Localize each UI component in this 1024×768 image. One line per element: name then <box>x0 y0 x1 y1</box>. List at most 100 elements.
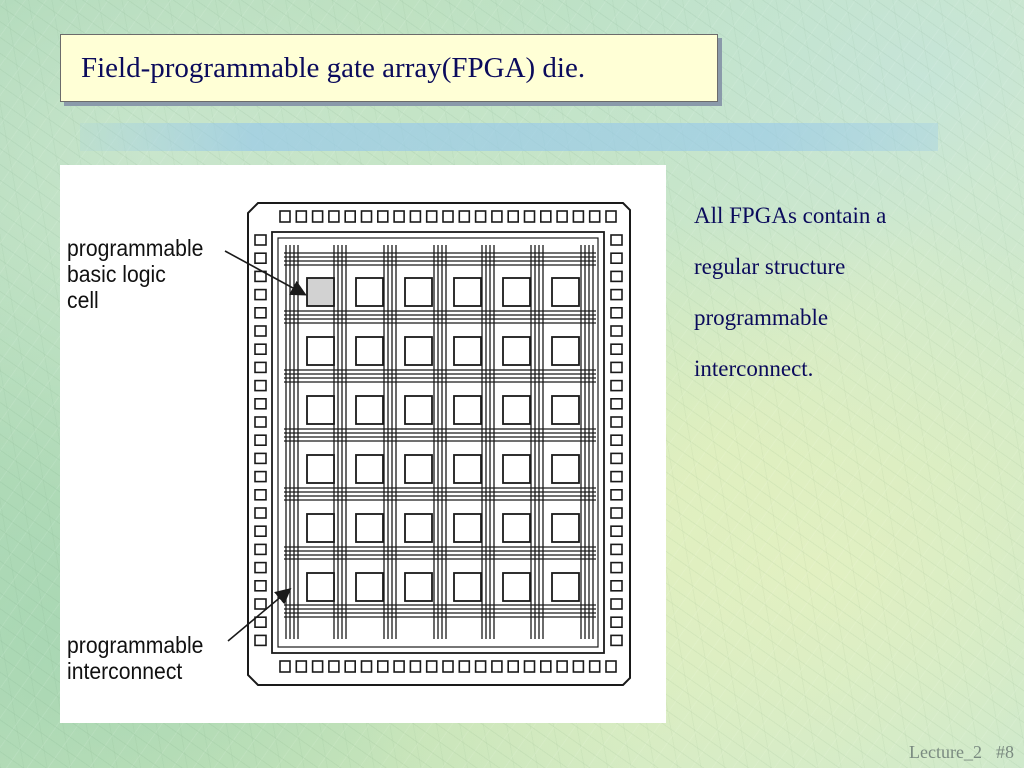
logic-cell <box>551 277 580 307</box>
io-pad-bottom <box>393 660 405 673</box>
io-pad-top <box>376 210 389 223</box>
io-pad-left <box>254 307 267 319</box>
io-pad-top <box>605 210 617 223</box>
io-pad-bottom <box>572 660 585 673</box>
io-pad-bottom <box>523 660 536 673</box>
slide-title-box: Field-programmable gate array(FPGA) die. <box>60 34 718 102</box>
io-pad-bottom <box>425 660 438 673</box>
io-pad-left <box>254 488 267 501</box>
io-pad-right <box>610 525 623 538</box>
io-pad-left <box>254 616 267 629</box>
logic-cell <box>551 336 580 366</box>
io-pad-left <box>254 325 267 337</box>
io-pad-top <box>393 210 405 223</box>
io-pad-right <box>610 325 623 337</box>
io-pad-top <box>458 210 471 223</box>
io-pad-left <box>254 561 267 574</box>
io-pad-right <box>610 288 623 301</box>
io-pad-right <box>610 561 623 574</box>
logic-cell <box>502 572 531 602</box>
logic-cell <box>306 454 335 484</box>
io-pad-bottom <box>556 660 568 673</box>
die-outline <box>247 202 631 686</box>
io-pad-right <box>610 252 623 264</box>
io-pad-top <box>311 210 324 223</box>
logic-cell <box>453 395 482 425</box>
io-pad-right <box>610 598 623 610</box>
logic-cell <box>502 277 531 307</box>
arrow-to-interconnect <box>227 587 292 642</box>
io-pad-left <box>254 416 267 428</box>
logic-cell <box>306 336 335 366</box>
io-pad-top <box>474 210 487 223</box>
io-pad-top <box>360 210 373 223</box>
io-pad-top <box>409 210 422 223</box>
slide-footer: Lecture_2#8 <box>895 742 1014 763</box>
io-pad-left <box>254 598 267 610</box>
footer-lecture: Lecture_2 <box>909 742 982 762</box>
io-pad-left <box>254 379 267 392</box>
io-pad-bottom <box>474 660 487 673</box>
logic-cell <box>551 513 580 543</box>
io-pad-bottom <box>588 660 601 673</box>
io-pad-right <box>610 307 623 319</box>
io-pad-bottom <box>376 660 389 673</box>
io-pad-bottom <box>409 660 422 673</box>
io-pad-left <box>254 270 267 283</box>
core-border-inner <box>277 237 599 648</box>
io-pad-bottom <box>605 660 617 673</box>
io-pad-left <box>254 525 267 538</box>
logic-cell <box>306 395 335 425</box>
io-pad-top <box>328 210 340 223</box>
io-pad-bottom <box>442 660 454 673</box>
io-pad-right <box>610 416 623 428</box>
bullet-line-4: interconnect. <box>694 356 814 381</box>
io-pad-left <box>254 252 267 264</box>
logic-cell <box>355 454 384 484</box>
logic-cell <box>404 513 433 543</box>
fpga-die-diagram <box>224 202 631 686</box>
label-logic-cell: programmable basic logic cell <box>67 235 203 313</box>
logic-cell <box>355 572 384 602</box>
io-pad-top <box>442 210 454 223</box>
label-interconnect-line-1: programmable <box>67 632 204 658</box>
io-pad-top <box>539 210 552 223</box>
io-pad-right <box>610 470 623 483</box>
io-pad-top <box>556 210 568 223</box>
io-pad-bottom <box>360 660 373 673</box>
io-pad-bottom <box>295 660 308 673</box>
io-pad-right <box>610 270 623 283</box>
logic-cell <box>502 395 531 425</box>
logic-cell <box>404 277 433 307</box>
logic-cell <box>404 395 433 425</box>
io-pad-top <box>344 210 357 223</box>
io-pad-left <box>254 579 267 592</box>
io-pad-right <box>610 379 623 392</box>
io-pad-top <box>588 210 601 223</box>
io-pad-bottom <box>507 660 520 673</box>
logic-cell <box>306 572 335 602</box>
io-pad-left <box>254 452 267 465</box>
io-pad-bottom <box>539 660 552 673</box>
logic-cell <box>355 336 384 366</box>
logic-cell <box>453 513 482 543</box>
io-pad-left <box>254 434 267 447</box>
logic-cell <box>551 395 580 425</box>
bullet-line-1: All FPGAs contain a <box>694 203 887 228</box>
io-pad-bottom <box>279 660 291 673</box>
logic-cell <box>453 336 482 366</box>
io-pad-bottom <box>328 660 340 673</box>
bullet-line-2: regular structure <box>694 254 846 279</box>
label-interconnect: programmable interconnect <box>67 632 203 684</box>
io-pad-right <box>610 343 623 355</box>
io-pad-right <box>610 543 623 556</box>
io-pad-right <box>610 234 623 246</box>
io-pad-left <box>254 543 267 556</box>
io-pad-bottom <box>344 660 357 673</box>
logic-cell <box>355 277 384 307</box>
io-pad-top <box>279 210 291 223</box>
logic-cell <box>355 395 384 425</box>
logic-cell <box>306 513 335 543</box>
io-pad-top <box>491 210 503 223</box>
logic-cell <box>453 572 482 602</box>
